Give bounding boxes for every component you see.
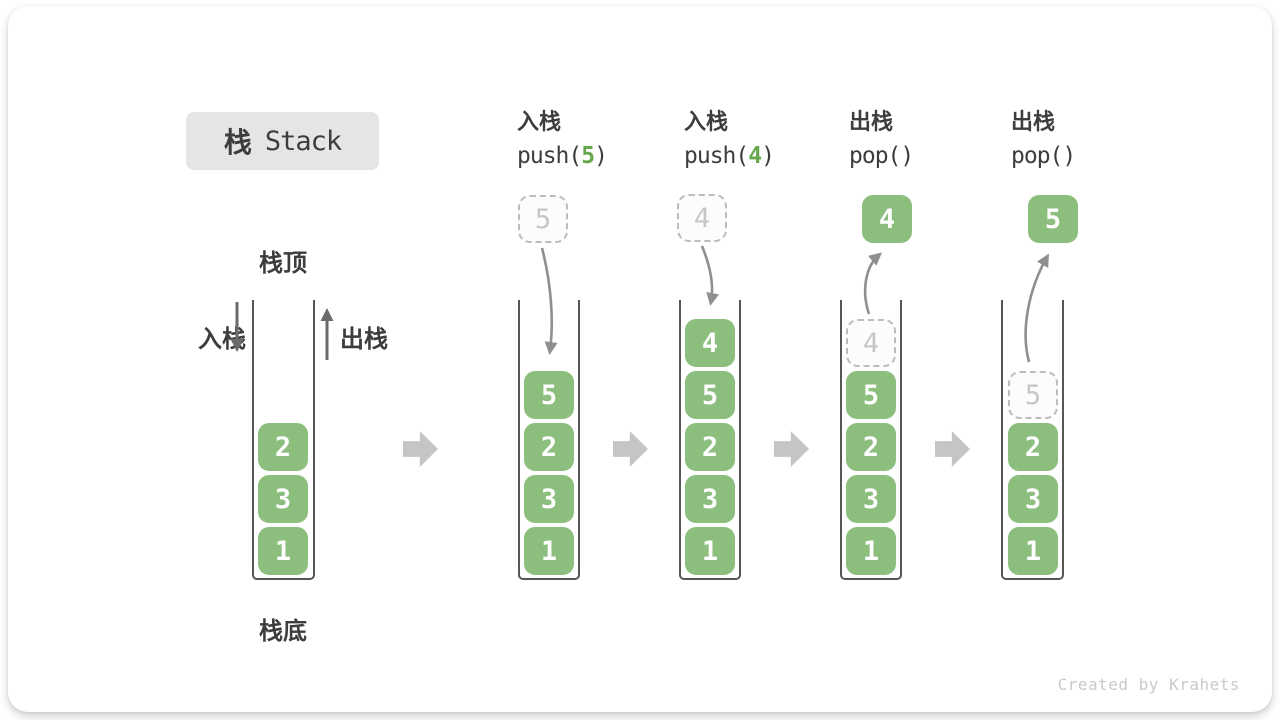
stack-item: 2: [1008, 423, 1058, 471]
stack-item: 1: [524, 527, 574, 575]
stack-well-pop-4: [840, 300, 902, 580]
op-label-zh: 出栈: [1011, 110, 1056, 135]
call-close: ): [1062, 143, 1076, 169]
op-label-zh: 出栈: [849, 110, 894, 135]
stack-item: 3: [524, 475, 574, 523]
call-open: pop(: [849, 143, 901, 169]
op-label-zh: 入栈: [684, 110, 729, 135]
stack-item: 4: [685, 319, 735, 367]
credit-text: Created by Krahets: [1057, 675, 1240, 694]
call-close: ): [761, 143, 775, 169]
op-header-push-5: 入栈 push(5): [517, 104, 608, 169]
title-badge: 栈 Stack: [186, 112, 379, 170]
stack-item: 2: [846, 423, 896, 471]
removed-item-ghost: 5: [1008, 371, 1058, 419]
op-call: pop(): [1011, 143, 1076, 169]
pop-side-label: 出栈: [340, 325, 388, 353]
stack-well-pop-5: [1001, 300, 1064, 580]
stack-item: 5: [846, 371, 896, 419]
stack-well-initial: [252, 300, 315, 580]
stack-item: 3: [685, 475, 735, 523]
op-label-zh: 入栈: [517, 110, 562, 135]
op-call: pop(): [849, 143, 914, 169]
stack-item: 1: [846, 527, 896, 575]
stack-item: 2: [524, 423, 574, 471]
call-open: pop(: [1011, 143, 1063, 169]
popped-value-box: 5: [1028, 195, 1078, 243]
incoming-value-box: 4: [677, 194, 727, 242]
stack-item: 1: [1008, 527, 1058, 575]
call-close: ): [900, 143, 914, 169]
stack-well-push-5: [518, 300, 580, 580]
stack-top-label: 栈顶: [259, 249, 307, 277]
stack-item: 3: [846, 475, 896, 523]
stack-item: 2: [258, 423, 308, 471]
call-arg: 5: [581, 143, 595, 169]
push-side-label: 入栈: [198, 325, 246, 353]
call-open: push(: [517, 143, 582, 169]
op-header-pop-4: 出栈 pop(): [849, 104, 914, 169]
op-header-pop-5: 出栈 pop(): [1011, 104, 1076, 169]
stack-bottom-label: 栈底: [259, 617, 307, 645]
incoming-value-box: 5: [518, 195, 568, 243]
stack-item: 5: [685, 371, 735, 419]
popped-value-box: 4: [862, 195, 912, 243]
stack-item: 5: [524, 371, 574, 419]
op-call: push(5): [517, 143, 608, 169]
stack-item: 1: [258, 527, 308, 575]
title-en: Stack: [264, 125, 342, 157]
op-call: push(4): [684, 143, 775, 169]
call-close: ): [594, 143, 608, 169]
removed-item-ghost: 4: [846, 319, 896, 367]
op-header-push-4: 入栈 push(4): [684, 104, 775, 169]
stack-item: 3: [1008, 475, 1058, 523]
title-zh: 栈: [223, 126, 252, 159]
stack-item: 1: [685, 527, 735, 575]
call-arg: 4: [748, 143, 762, 169]
stack-item: 2: [685, 423, 735, 471]
call-open: push(: [684, 143, 749, 169]
stack-well-push-4: [679, 300, 741, 580]
stack-item: 3: [258, 475, 308, 523]
